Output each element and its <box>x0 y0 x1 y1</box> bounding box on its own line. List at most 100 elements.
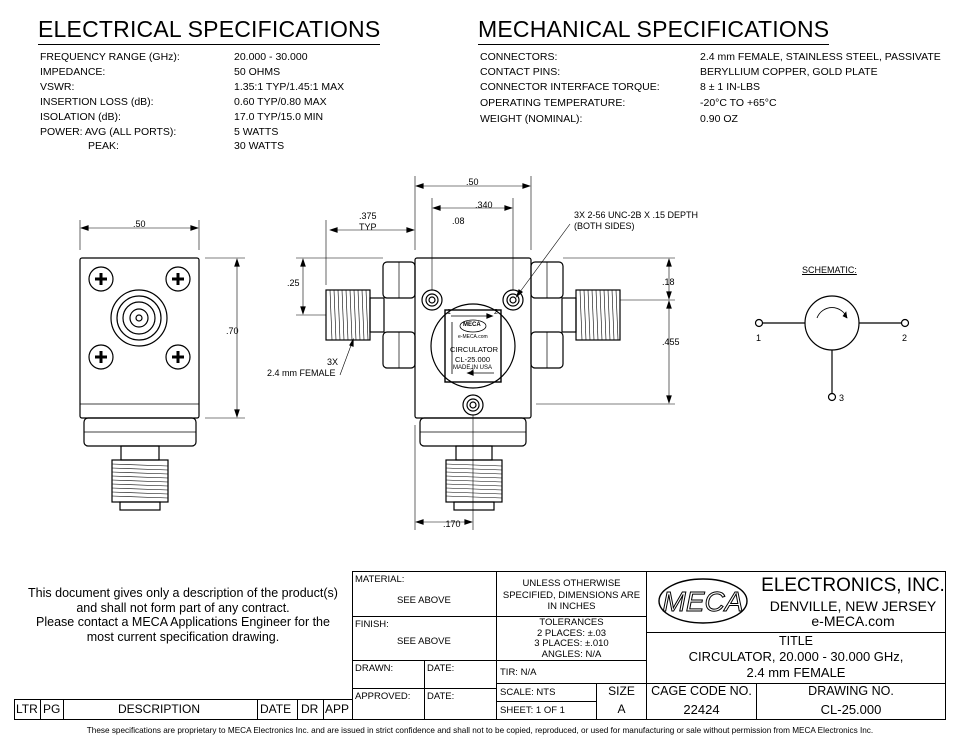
tolerance-line: 3 PLACES: ±.010 <box>534 638 609 649</box>
spec-value: 8 ± 1 IN-LBS <box>700 81 761 93</box>
tapped-hole-icon <box>421 289 443 311</box>
label-made-in: MADE IN USA <box>453 365 493 371</box>
spec-label: PEAK: <box>88 140 119 152</box>
material-value: SEE ABOVE <box>397 595 451 606</box>
drawn-date-label: DATE: <box>427 663 455 674</box>
spec-value: 0.90 OZ <box>700 113 738 125</box>
tolerances-note: TOLERANCES 2 PLACES: ±.03 3 PLACES: ±.01… <box>496 617 647 660</box>
spec-label: FREQUENCY RANGE (GHz): <box>40 51 180 63</box>
disclaimer: This document gives only a description o… <box>14 586 352 644</box>
schematic-title: SCHEMATIC: <box>802 265 857 275</box>
title-label: TITLE <box>778 634 814 648</box>
electrical-heading: ELECTRICAL SPECIFICATIONS <box>38 16 381 45</box>
units-note-line: SPECIFIED, DIMENSIONS ARE <box>502 589 641 601</box>
units-note-line: UNLESS OTHERWISE <box>522 578 621 589</box>
tapped-hole-icon <box>462 394 484 416</box>
tolerance-line: ANGLES: N/A <box>541 648 602 660</box>
dim-hole-top: .18 <box>662 277 675 287</box>
label-port-2: 2 <box>494 309 498 316</box>
mechanical-spec-table: CONNECTORS:2.4 mm FEMALE, STAINLESS STEE… <box>480 50 941 127</box>
spec-label: IMPEDANCE: <box>40 66 106 78</box>
spec-value: 17.0 TYP/15.0 MIN <box>234 111 324 123</box>
mechanical-heading: MECHANICAL SPECIFICATIONS <box>478 16 830 45</box>
dim-connector-height: .25 <box>287 278 300 288</box>
cage-code-label: CAGE CODE NO. <box>651 684 752 698</box>
spec-value: 50 OHMS <box>234 66 281 78</box>
spec-row: CONNECTOR INTERFACE TORQUE: 8 ± 1 IN-LBS <box>480 80 760 96</box>
tolerance-line: 2 PLACES: ±.03 <box>536 627 607 639</box>
spec-row: WEIGHT (NOMINAL): 0.90 OZ <box>480 112 738 127</box>
tolerance-line: TOLERANCES <box>539 617 604 628</box>
finish-label: FINISH: <box>355 619 389 630</box>
dim-hole-offset: .08 <box>452 216 465 226</box>
connector-type-note: 2.4 mm FEMALE <box>267 368 336 378</box>
units-note-line: IN INCHES <box>547 601 596 612</box>
spec-value: 2.4 mm FEMALE, STAINLESS STEEL, PASSIVAT… <box>700 51 941 63</box>
label-port-3: 3 <box>470 368 474 375</box>
title-line-2: 2.4 mm FEMALE <box>746 665 846 680</box>
drawing-number-label: DRAWING NO. <box>808 684 894 698</box>
dim-hole-spacing-vertical: .455 <box>662 337 680 347</box>
approved-label: APPROVED: <box>355 691 411 702</box>
rotation-arrow-icon <box>816 307 848 319</box>
spec-row: FREQUENCY RANGE (GHz): 20.000 - 30.000 <box>40 50 308 65</box>
spec-value: BERYLLIUM COPPER, GOLD PLATE <box>700 66 878 78</box>
schematic-port-2: 2 <box>902 333 908 343</box>
connector-count-note: 3X <box>327 357 339 367</box>
thread-note: 3X 2-56 UNC-2B X .15 DEPTH <box>574 210 699 220</box>
dim-top-width: .50 <box>466 177 479 187</box>
schematic-port-3: 3 <box>839 393 845 403</box>
material-label: MATERIAL: <box>355 574 405 585</box>
spec-label: CONNECTOR INTERFACE TORQUE: <box>480 81 660 93</box>
dim-typ: TYP <box>359 222 377 232</box>
meca-logo-text: MECA <box>663 586 744 617</box>
spec-label: OPERATING TEMPERATURE: <box>480 97 626 109</box>
spec-label: WEIGHT (NOMINAL): <box>480 113 583 125</box>
spec-row: VSWR: 1.35:1 TYP/1.45:1 MAX <box>40 80 344 95</box>
spec-value: 5 WATTS <box>234 126 279 138</box>
drawing-number-value: CL-25.000 <box>820 702 882 717</box>
screw-icon <box>88 344 114 370</box>
units-note: UNLESS OTHERWISE SPECIFIED, DIMENSIONS A… <box>496 578 647 613</box>
screw-icon <box>88 266 114 292</box>
label-website: e-MECA.com <box>458 334 488 340</box>
rev-app-header: APP <box>325 702 350 716</box>
label-port-1: 1 <box>447 309 451 316</box>
electrical-spec-table: FREQUENCY RANGE (GHz): 20.000 - 30.000 IM… <box>40 50 344 153</box>
size-value: A <box>617 702 626 716</box>
company-website: e-MECA.com <box>811 613 895 629</box>
dim-side-width: .50 <box>133 219 146 229</box>
drawn-label: DRAWN: <box>355 663 394 674</box>
spec-row: CONNECTORS:2.4 mm FEMALE, STAINLESS STEE… <box>480 50 941 65</box>
disclaimer-line: This document gives only a description o… <box>28 586 338 600</box>
dim-bottom-offset: .170 <box>443 519 461 529</box>
side-view <box>79 220 245 511</box>
screw-icon <box>165 344 191 370</box>
disclaimer-line: most current specification drawing. <box>86 629 280 644</box>
company-city: DENVILLE, NEW JERSEY <box>769 598 937 614</box>
meca-logo: MECA <box>658 578 748 624</box>
screw-icon <box>165 266 191 292</box>
spec-value: 1.35:1 TYP/1.45:1 MAX <box>234 81 345 93</box>
dim-side-height: .70 <box>226 326 239 336</box>
schematic-port-1: 1 <box>756 333 762 343</box>
spec-row: CONTACT PINS: BERYLLIUM COPPER, GOLD PLAT… <box>480 65 878 80</box>
dim-connector-length: .375 <box>359 211 377 221</box>
rev-date-header: DATE <box>260 702 292 716</box>
tir-value: TIR: N/A <box>500 667 537 678</box>
cage-code-value: 22424 <box>683 702 720 717</box>
spec-row: IMPEDANCE: 50 OHMS <box>40 65 280 80</box>
spec-row: ISOLATION (dB): 17.0 TYP/15.0 MIN <box>40 110 323 125</box>
mechanical-drawing <box>79 176 910 530</box>
spec-label: POWER: AVG (ALL PORTS): <box>40 126 177 138</box>
title-line-1: CIRCULATOR, 20.000 - 30.000 GHz, <box>688 649 904 664</box>
spec-value: 30 WATTS <box>234 140 285 152</box>
spec-label: ISOLATION (dB): <box>40 111 121 123</box>
label-logo: MECA <box>463 322 481 328</box>
spec-label: VSWR: <box>40 81 75 93</box>
spec-value: 20.000 - 30.000 <box>234 51 308 63</box>
spec-label: CONTACT PINS: <box>480 66 561 78</box>
spec-row: POWER: AVG (ALL PORTS): 5 WATTS <box>40 125 278 139</box>
rev-description-header: DESCRIPTION <box>118 702 201 716</box>
size-label: SIZE <box>608 684 635 698</box>
